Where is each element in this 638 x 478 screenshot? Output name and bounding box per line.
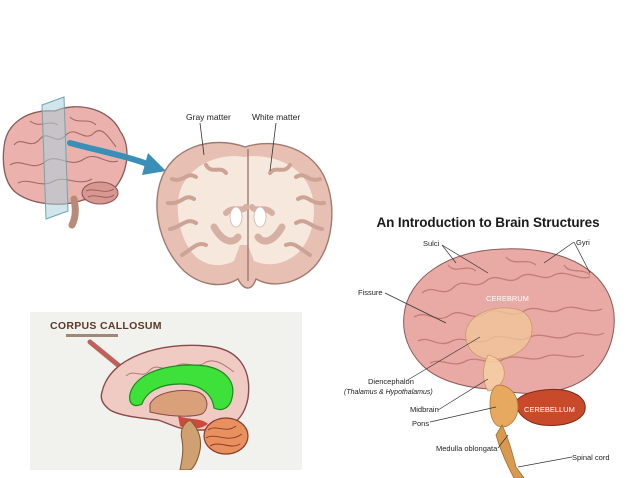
white-matter-label: White matter bbox=[252, 112, 300, 122]
corpus-callosum-panel: CORPUS CALLOSUM bbox=[30, 312, 302, 470]
coronal-section-illustration: Gray matter White matter bbox=[2, 96, 333, 289]
coronal-slice-illustration bbox=[156, 141, 333, 289]
label-fissure: Fissure bbox=[358, 288, 383, 297]
label-gyri: Gyri bbox=[576, 238, 590, 247]
cerebellum-shape bbox=[203, 417, 249, 455]
handwritten-subtitle-scribble bbox=[66, 334, 118, 337]
white-matter-leader bbox=[269, 122, 277, 172]
label-cerebellum: CEREBELLUM bbox=[524, 405, 575, 414]
spinal-cord-region bbox=[495, 424, 525, 478]
corpus-callosum-highlight bbox=[129, 364, 234, 411]
thalamus-shape bbox=[149, 390, 208, 417]
label-medulla: Medulla oblongata bbox=[436, 444, 498, 453]
structures-title: An Introduction to Brain Structures bbox=[376, 215, 600, 230]
label-spinal-cord: Spinal cord bbox=[572, 453, 610, 462]
label-midbrain: Midbrain bbox=[410, 405, 439, 414]
label-diencephalon: Diencephalon bbox=[368, 377, 414, 386]
corpus-callosum-title: CORPUS CALLOSUM bbox=[50, 320, 162, 332]
whole-brain-icon bbox=[2, 96, 128, 229]
corpus-callosum-illustration: CORPUS CALLOSUM bbox=[50, 320, 250, 470]
label-sulci: Sulci bbox=[423, 239, 440, 248]
brain-structures-panel: An Introduction to Brain Structures bbox=[338, 205, 638, 478]
coronal-section-panel: Gray matter White matter bbox=[0, 95, 345, 310]
arrowhead-icon bbox=[142, 153, 166, 175]
label-pons: Pons bbox=[412, 419, 429, 428]
brainstem-shape bbox=[179, 419, 202, 470]
gray-matter-leader bbox=[199, 122, 205, 156]
structure-leader-lines bbox=[384, 241, 591, 468]
cerebellum-region bbox=[515, 388, 586, 426]
direction-arrow-icon bbox=[67, 140, 153, 168]
brain-structures-illustration: Sulci Gyri Fissure CEREBRUM Diencephalon… bbox=[344, 238, 615, 478]
gray-matter-label: Gray matter bbox=[186, 112, 231, 122]
label-cerebrum: CEREBRUM bbox=[486, 294, 529, 303]
label-diencephalon-sub: (Thalamus & Hypothalamus) bbox=[344, 389, 433, 396]
diencephalon-shape bbox=[465, 307, 533, 360]
